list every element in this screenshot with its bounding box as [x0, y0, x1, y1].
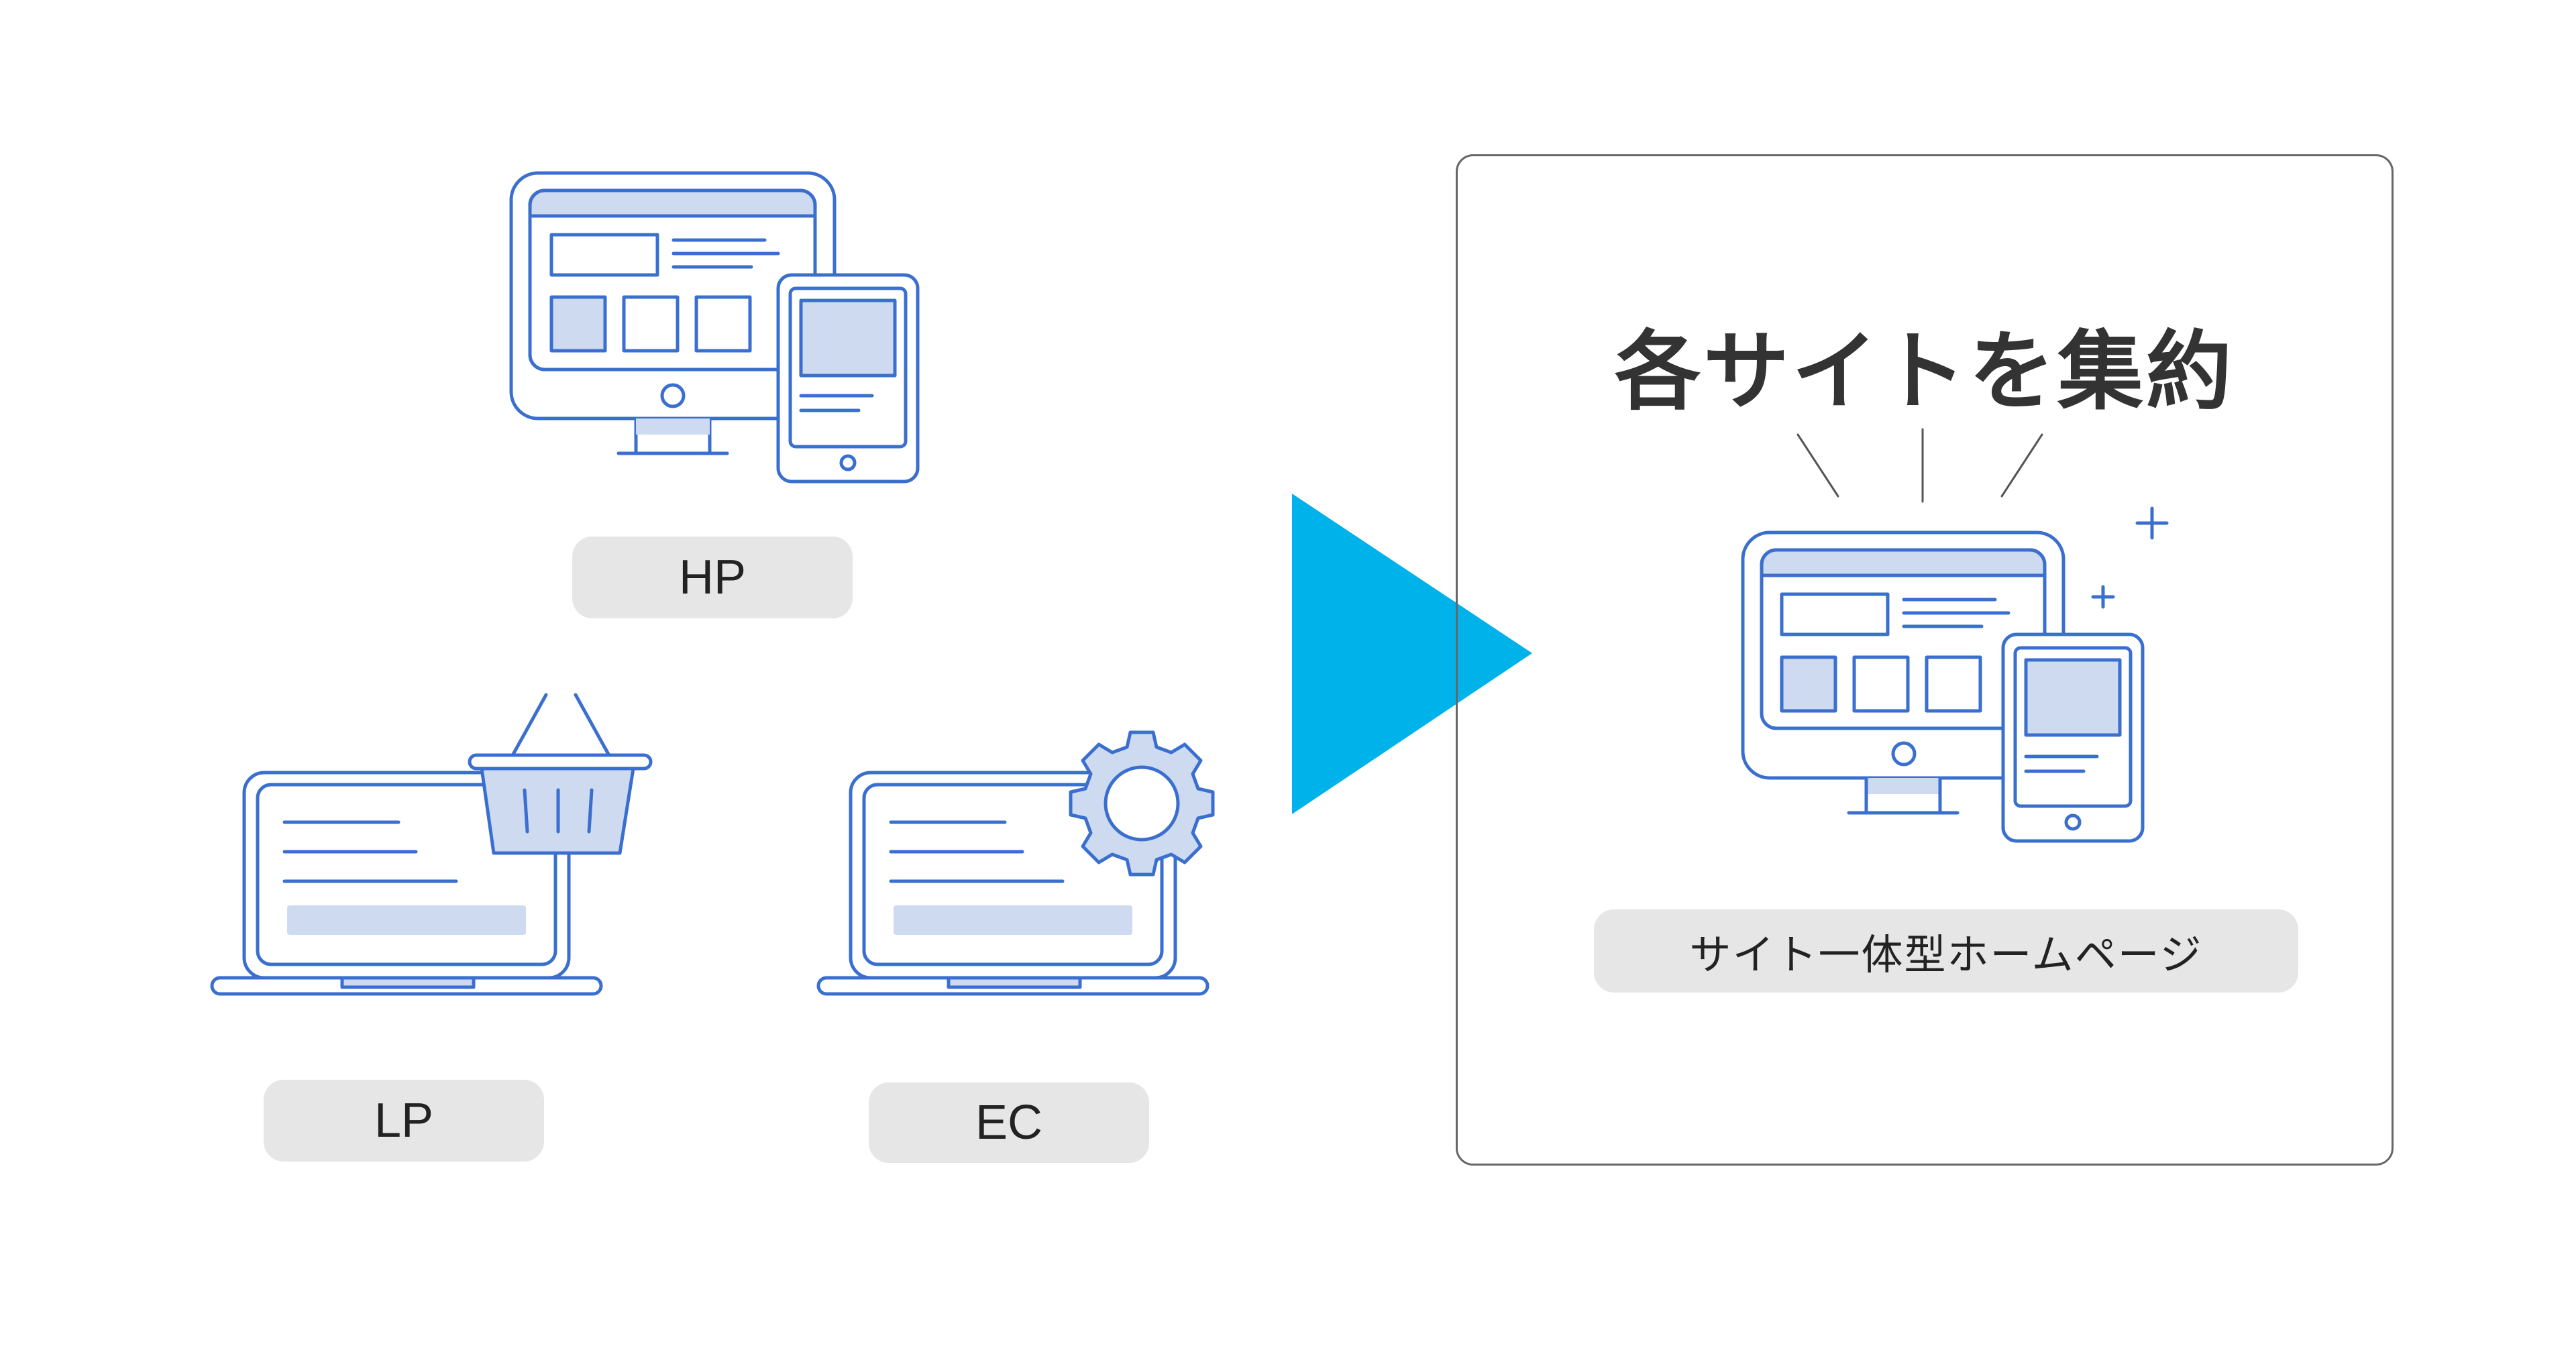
- lp-label: LP: [264, 1080, 544, 1162]
- result-label-text: サイト一体型ホームページ: [1689, 932, 2203, 978]
- result-label: サイト一体型ホームページ: [1594, 909, 2298, 993]
- hp-label-text: HP: [678, 551, 747, 604]
- ec-label: EC: [869, 1082, 1149, 1163]
- result-title: 各サイトを集約: [1614, 322, 2235, 422]
- ec-label-text: EC: [975, 1096, 1043, 1149]
- hp-label: HP: [572, 537, 853, 618]
- lp-label-text: LP: [374, 1094, 434, 1147]
- result-panel: [1456, 154, 2394, 1166]
